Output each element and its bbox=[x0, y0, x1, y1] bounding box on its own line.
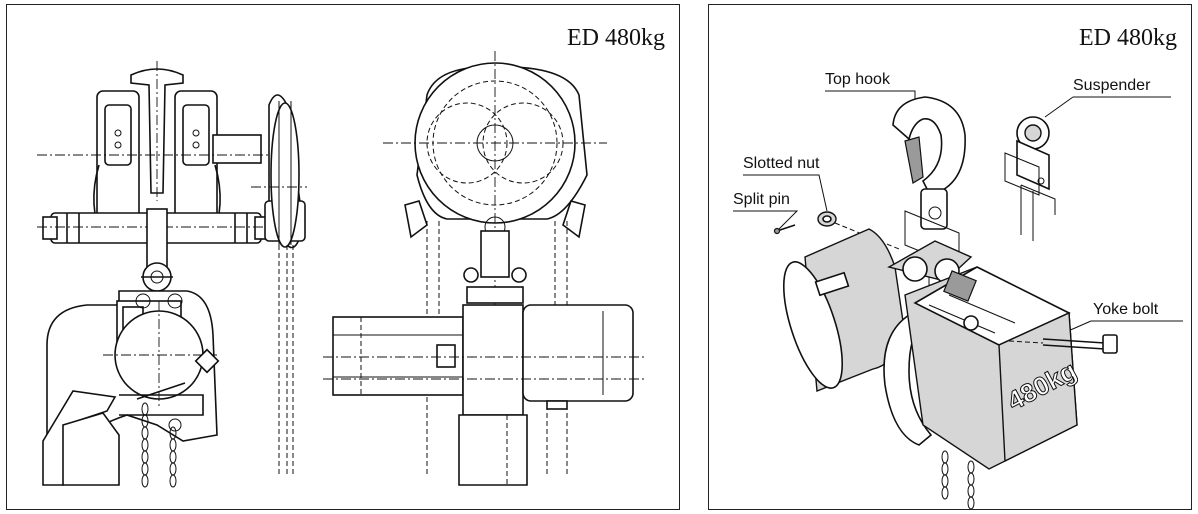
trolley-wheel-side bbox=[251, 94, 307, 475]
hoist-front-view bbox=[323, 51, 647, 486]
yoke-bolt-part bbox=[1008, 334, 1118, 354]
side-view-panel: ED 480kg bbox=[6, 4, 680, 510]
model-label: ED 480kg bbox=[567, 25, 665, 51]
leader-lines bbox=[733, 90, 1183, 336]
load-chain bbox=[941, 450, 975, 510]
yoke-part bbox=[883, 240, 973, 446]
chain-container bbox=[42, 390, 120, 486]
top-hook-part bbox=[892, 96, 966, 230]
slotted-nut-part bbox=[817, 211, 837, 227]
load-chain bbox=[136, 382, 186, 488]
slotted-nut-label: Slotted nut bbox=[743, 155, 820, 172]
motor-housing bbox=[782, 228, 906, 392]
trolley-side-frame-left bbox=[93, 90, 140, 242]
hanger-rod bbox=[141, 208, 173, 292]
top-hook-label: Top hook bbox=[825, 71, 890, 88]
assembly-view-panel: ED 480kg Top hook Suspender Slotted nut … bbox=[708, 4, 1192, 510]
i-beam-rail bbox=[130, 61, 184, 201]
hoist-body bbox=[904, 266, 1078, 470]
split-pin-label: Split pin bbox=[733, 191, 790, 208]
model-label: ED 480kg bbox=[1079, 25, 1177, 51]
split-pin-part bbox=[773, 224, 796, 235]
exploded-assembly-drawing: 480kg bbox=[733, 90, 1183, 510]
suspender-part bbox=[1004, 116, 1056, 241]
orthographic-drawing bbox=[37, 51, 647, 488]
yoke-bolt-label: Yoke bolt bbox=[1093, 301, 1159, 318]
suspender-label: Suspender bbox=[1073, 77, 1151, 94]
